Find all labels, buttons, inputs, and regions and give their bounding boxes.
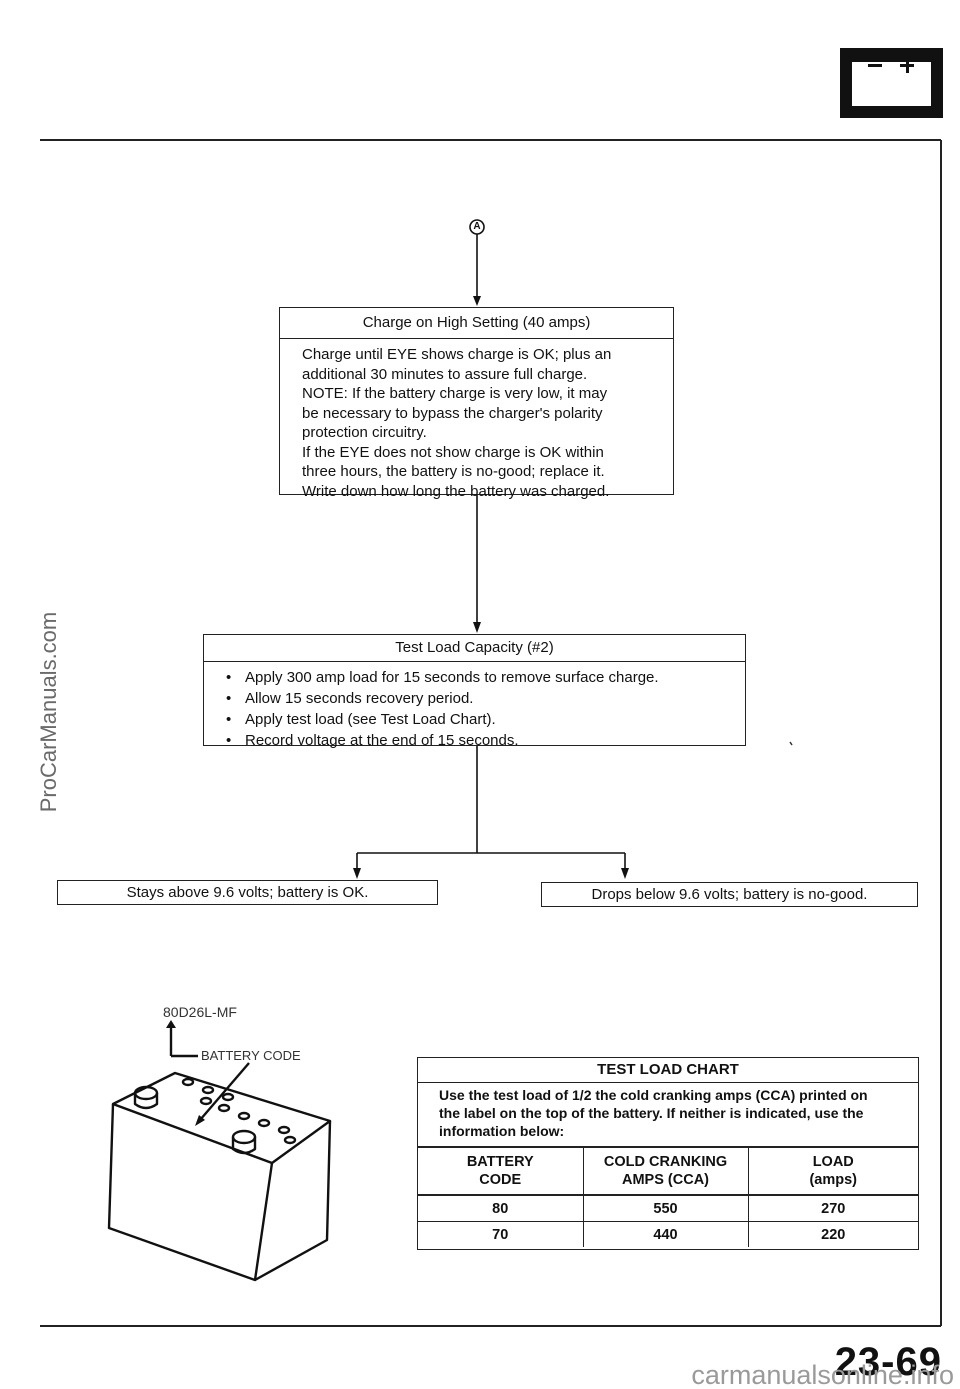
test-load-chart: TEST LOAD CHART Use the test load of 1/2… [417,1057,919,1250]
battery-section-icon [840,48,943,118]
list-item: Apply test load (see Test Load Chart). [226,709,735,730]
page-footer: 23-69 carmanualsonline.info [556,1340,960,1389]
chart-intro-line: Use the test load of 1/2 the cold cranki… [439,1087,868,1103]
page-number: 23-69 [834,1340,942,1384]
table-cell: 440 [583,1221,749,1247]
test-load-step-box: Test Load Capacity (#2) Apply 300 amp lo… [203,634,746,749]
column-header: LOAD (amps) [748,1148,918,1196]
battery-model-label: 80D26L-MF [163,1004,237,1020]
column-header: COLD CRANKING AMPS (CCA) [583,1148,749,1196]
test-load-step-list: Apply 300 amp load for 15 seconds to rem… [204,662,745,751]
charge-line: If the EYE does not show charge is OK wi… [302,443,604,461]
battery-code-label: BATTERY CODE [201,1048,301,1063]
charge-line: protection circuitry. [302,424,427,441]
table-row: 70 440 220 [418,1221,918,1247]
list-item: Apply 300 amp load for 15 seconds to rem… [226,667,735,688]
result-nogood-box: Drops below 9.6 volts; battery is no-goo… [541,882,918,907]
charge-line: be necessary to bypass the charger's pol… [302,404,603,422]
chart-title: TEST LOAD CHART [418,1058,918,1083]
charge-line: additional 30 minutes to assure full cha… [302,365,588,383]
marker-a-label: A [473,221,481,232]
table-cell: 220 [821,1226,846,1243]
charge-line: Charge until EYE shows charge is OK; plu… [302,346,612,363]
chart-table: BATTERY CODE COLD CRANKING AMPS (CCA) LO… [418,1148,918,1247]
battery-illustration [107,1020,332,1282]
table-row: 80 550 270 [418,1195,918,1222]
charge-step-title: Charge on High Setting (40 amps) [280,308,673,339]
table-cell: 80 [418,1195,584,1222]
table-cell: 270 [748,1195,918,1222]
charge-step-box: Charge on High Setting (40 amps) Charge … [279,307,674,500]
charge-line: three hours, the battery is no-good; rep… [302,463,605,480]
footer-site-watermark: carmanualsonline.info [691,1360,954,1389]
charge-line: Write down how long the battery was char… [302,482,610,500]
charge-step-text: Charge until EYE shows charge is OK; plu… [280,339,673,505]
column-header: BATTERY CODE [418,1148,584,1196]
chart-intro-line: information below: [439,1123,565,1139]
list-item: Allow 15 seconds recovery period. [226,688,735,709]
table-cell: 550 [583,1195,749,1222]
result-ok-box: Stays above 9.6 volts; battery is OK. [57,880,438,905]
charge-line: NOTE: If the battery charge is very low,… [302,385,608,402]
table-cell: 70 [418,1221,584,1247]
chart-intro-line: the label on the top of the battery. If … [439,1105,864,1121]
test-load-step-title: Test Load Capacity (#2) [204,635,745,662]
list-item: Record voltage at the end of 15 seconds. [226,730,735,751]
chart-intro: Use the test load of 1/2 the cold cranki… [418,1083,918,1148]
